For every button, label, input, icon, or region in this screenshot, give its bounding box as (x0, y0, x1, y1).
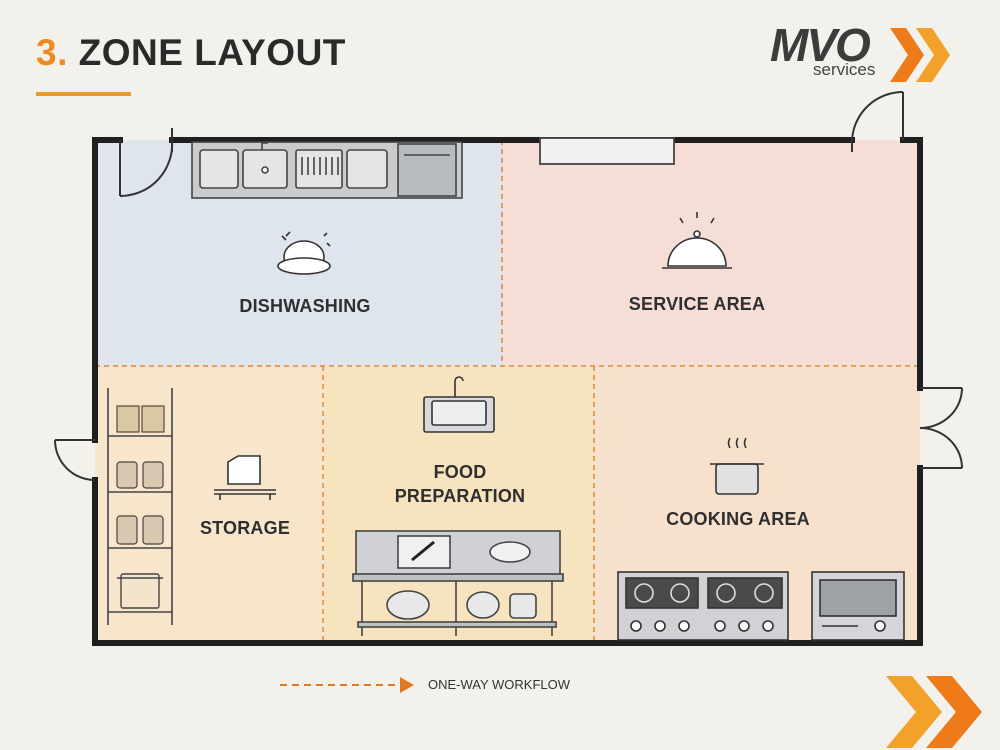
zone-label-storage: STORAGE (199, 518, 291, 538)
zone-label-food-prep-line2: PREPARATION (394, 486, 526, 506)
dish-sink-counter (191, 141, 463, 199)
zone-label-cooking: COOKING AREA (666, 509, 810, 529)
title-underline (36, 92, 131, 96)
dashed-arrow-icon (280, 677, 414, 693)
workflow-legend: ONE-WAY WORKFLOW (280, 672, 600, 698)
oven-unit (811, 571, 905, 641)
zone-dividers (95, 140, 920, 643)
plates-icon (277, 231, 331, 275)
storage-bin-icon (117, 573, 163, 609)
door-top-right (851, 90, 904, 152)
steaming-pot-icon (710, 437, 764, 495)
door-top-left (119, 128, 174, 198)
brand-logo: MVO services (770, 18, 960, 88)
shelf-boxes-icon (116, 405, 165, 433)
pass-window (539, 137, 675, 165)
logo-wordmark: MVO (770, 19, 871, 71)
zone-label-dishwashing: DISHWASHING (239, 296, 371, 316)
stove-range (617, 571, 789, 641)
zone-label-food-prep: FOOD PREPARATION (360, 460, 560, 508)
logo-tagline: services (813, 60, 876, 79)
corner-chevrons-icon (886, 676, 982, 748)
zone-label-food-prep-line1: FOOD (433, 462, 487, 482)
zone-label-service: SERVICE AREA (628, 294, 766, 314)
storage-shelf (107, 388, 173, 625)
page-title: 3. ZONE LAYOUT (36, 32, 346, 74)
cloche-icon (662, 212, 732, 269)
shelf-jars-icon (116, 461, 164, 545)
logo-chevrons-icon (890, 28, 950, 82)
legend-label: ONE-WAY WORKFLOW (428, 677, 571, 692)
walls (92, 137, 923, 646)
section-title: ZONE LAYOUT (78, 32, 346, 73)
prep-table (352, 530, 564, 636)
prep-sink-icon (423, 376, 495, 433)
box-shelf-icon (214, 455, 276, 500)
section-number: 3. (36, 32, 68, 73)
door-left (54, 439, 96, 481)
door-right-double (919, 387, 963, 469)
